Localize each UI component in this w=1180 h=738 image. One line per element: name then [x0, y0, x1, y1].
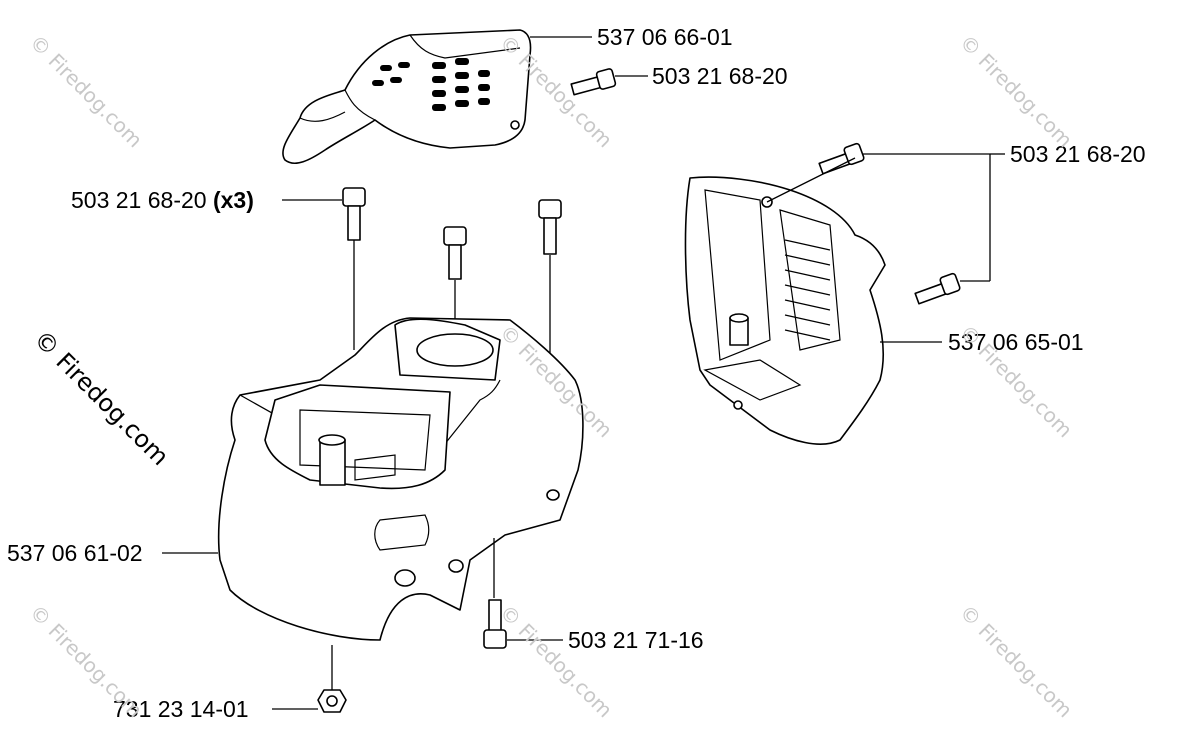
label-screw-right: 503 21 68-20: [1010, 141, 1146, 167]
top-cover-drawing: [282, 29, 532, 165]
housing-icon: [217, 317, 584, 641]
label-screw-bottom: 503 21 71-16: [568, 627, 704, 653]
muffler-guard-icon: [684, 176, 886, 445]
label-screws-x3-number: 503 21 68-20: [71, 187, 207, 213]
guard-cooling-fins: [784, 239, 831, 341]
label-housing: 537 06 61-02: [7, 540, 143, 566]
screw-icon: [483, 599, 507, 649]
label-screw-top: 503 21 68-20: [652, 63, 788, 89]
screw-icon: [818, 142, 865, 175]
screw-icon: [570, 68, 617, 96]
nut-icon: [317, 689, 347, 713]
label-nut: 731 23 14-01: [113, 696, 249, 722]
label-cover-top: 537 06 66-01: [597, 24, 733, 50]
label-cover-right: 537 06 65-01: [948, 329, 1084, 355]
screw-icon: [443, 226, 467, 280]
screw-icon: [342, 187, 366, 241]
screw-icon: [914, 272, 961, 305]
cover-vent-slots: [372, 58, 490, 111]
label-screws-x3-qty: (x3): [212, 187, 254, 213]
label-screws-x3: 503 21 68-20 (x3): [71, 187, 254, 213]
screw-icon: [538, 199, 562, 255]
